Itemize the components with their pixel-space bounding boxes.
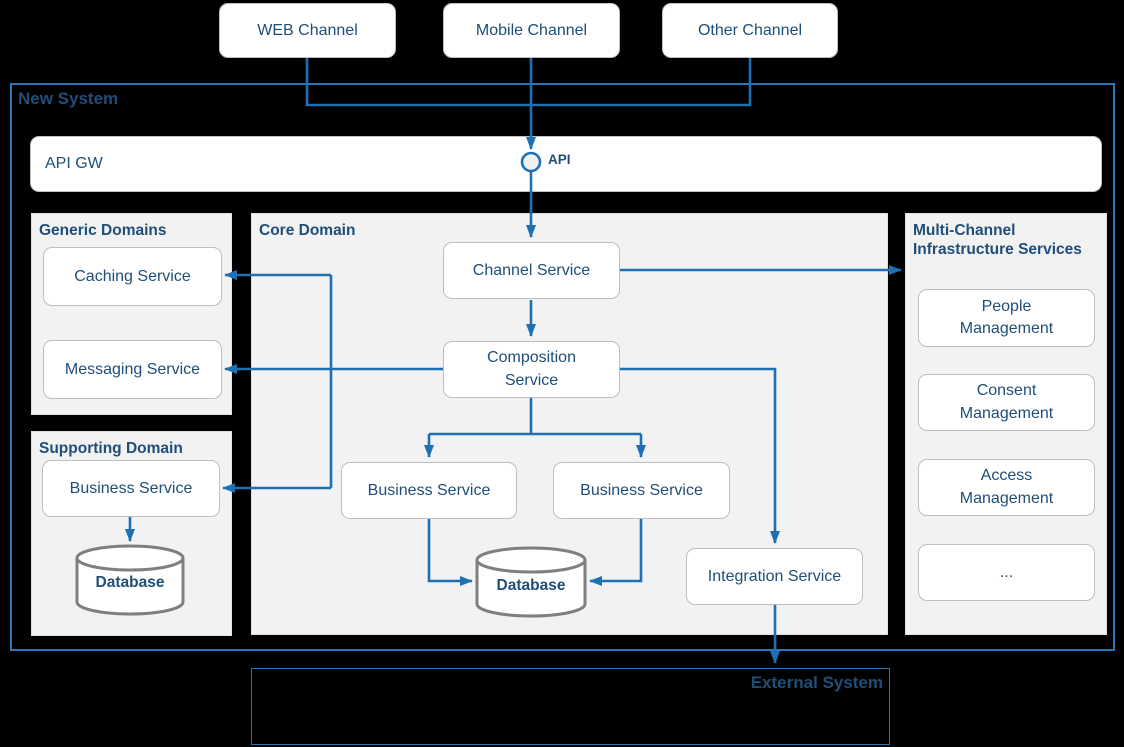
mobile-channel-label: Mobile Channel (475, 21, 588, 39)
caching-service-node: Caching Service (43, 247, 222, 306)
composition-service-node: Composition Service (443, 341, 620, 398)
channel-service-node: Channel Service (443, 242, 620, 299)
supporting-database-label: Database (95, 574, 165, 591)
messaging-service-node: Messaging Service (43, 340, 222, 399)
consent-management-node: Consent Management (918, 374, 1095, 431)
new-system-title: New System (18, 89, 119, 108)
people-management-node: People Management (918, 289, 1095, 347)
integration-service-label: Integration Service (707, 567, 842, 585)
other-channel-label: Other Channel (697, 21, 803, 39)
web-channel-node: WEB Channel (219, 3, 396, 58)
business-service-right-label: Business Service (580, 481, 703, 499)
generic-domains-title: Generic Domains (39, 222, 167, 239)
other-channel-node: Other Channel (662, 3, 838, 58)
core-database-label: Database (496, 577, 566, 594)
business-service-right-node: Business Service (553, 462, 730, 519)
more-services-node: ... (918, 544, 1095, 601)
access-management-label: Access Management (959, 467, 1054, 507)
supporting-domain-title: Supporting Domain (39, 440, 183, 457)
access-management-node: Access Management (918, 459, 1095, 516)
more-services-label: ... (999, 563, 1014, 581)
api-gateway-node: API GW (30, 136, 1102, 192)
core-domain-title: Core Domain (259, 222, 356, 239)
business-service-left-node: Business Service (341, 462, 517, 519)
messaging-service-label: Messaging Service (64, 360, 201, 378)
multi-channel-title: Multi-Channel Infrastructure Services (913, 222, 1082, 259)
composition-service-label: Composition Service (487, 349, 576, 389)
external-system-boundary: External System (251, 668, 890, 745)
caching-service-label: Caching Service (74, 267, 191, 285)
consent-management-label: Consent Management (959, 382, 1054, 422)
mobile-channel-node: Mobile Channel (443, 3, 620, 58)
integration-service-node: Integration Service (686, 548, 863, 605)
web-channel-label: WEB Channel (257, 21, 358, 39)
people-management-label: People Management (959, 297, 1054, 337)
supporting-business-service-node: Business Service (42, 460, 220, 517)
api-gateway-label: API GW (45, 155, 103, 172)
supporting-business-service-label: Business Service (69, 479, 193, 497)
business-service-left-label: Business Service (367, 481, 491, 499)
external-system-title: External System (750, 673, 883, 692)
channel-service-label: Channel Service (472, 261, 591, 279)
api-interface-label: API (548, 152, 571, 167)
